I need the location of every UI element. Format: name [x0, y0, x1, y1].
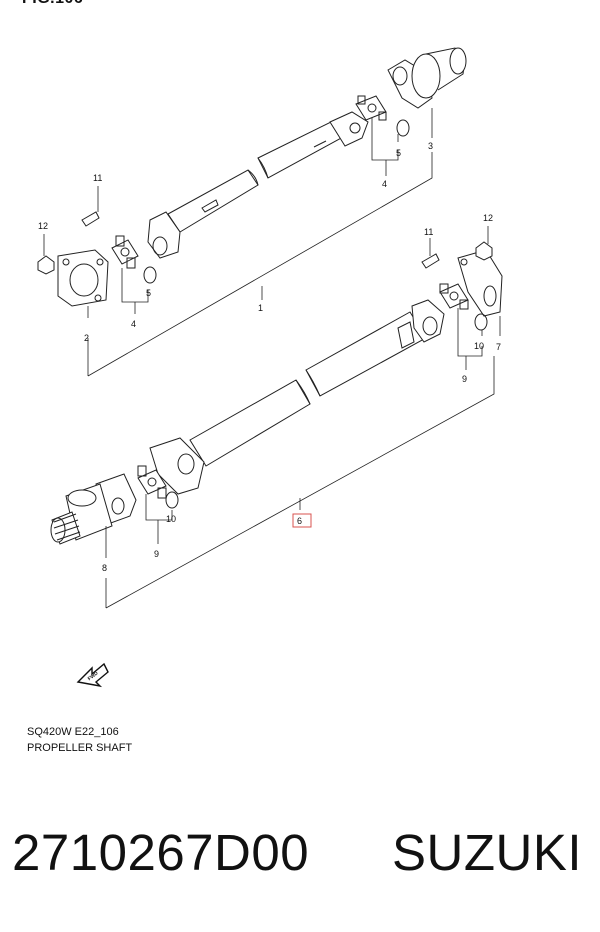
model-code: SQ420W E22_106 — [27, 726, 119, 738]
callout-7: 7 — [496, 342, 501, 352]
callout-4-upper: 4 — [382, 179, 387, 189]
callout-9-left: 9 — [154, 549, 159, 559]
highlight-box — [292, 513, 312, 528]
callout-2: 2 — [84, 333, 89, 343]
callout-10-left: 10 — [166, 514, 176, 524]
brand-name: SUZUKI — [392, 824, 583, 881]
part-number: 2710267D00 — [12, 824, 310, 881]
figure-label: FIG.106 — [22, 0, 83, 8]
callout-5-upper: 5 — [396, 148, 401, 158]
callout-1: 1 — [258, 303, 263, 313]
callout-11-right: 11 — [424, 227, 433, 237]
callout-3: 3 — [428, 141, 433, 151]
callout-10-right: 10 — [474, 341, 484, 351]
part-banner — [0, 775, 600, 932]
diagram-panel: FIG.106 — [22, 0, 503, 754]
callout-9-right: 9 — [462, 374, 467, 384]
callout-6: 6 — [297, 516, 302, 526]
diagram-title: PROPELLER SHAFT — [27, 742, 133, 754]
rear-propeller-shaft — [50, 241, 503, 545]
callout-5-lower: 5 — [146, 288, 151, 298]
propeller-shaft-diagram: 1 2 3 4 4 5 5 6 7 8 9 9 10 10 11 11 12 1… — [37, 47, 503, 688]
leader-lines — [43, 108, 501, 609]
callout-11-left: 11 — [93, 173, 102, 183]
fwd-arrow-icon — [76, 662, 109, 688]
front-propeller-shaft — [37, 47, 467, 307]
callout-8: 8 — [102, 563, 107, 573]
callout-12-left: 12 — [38, 221, 48, 231]
callout-4-lower: 4 — [131, 319, 136, 329]
fwd-label: FWD — [87, 670, 100, 682]
callout-12-right: 12 — [483, 213, 493, 223]
